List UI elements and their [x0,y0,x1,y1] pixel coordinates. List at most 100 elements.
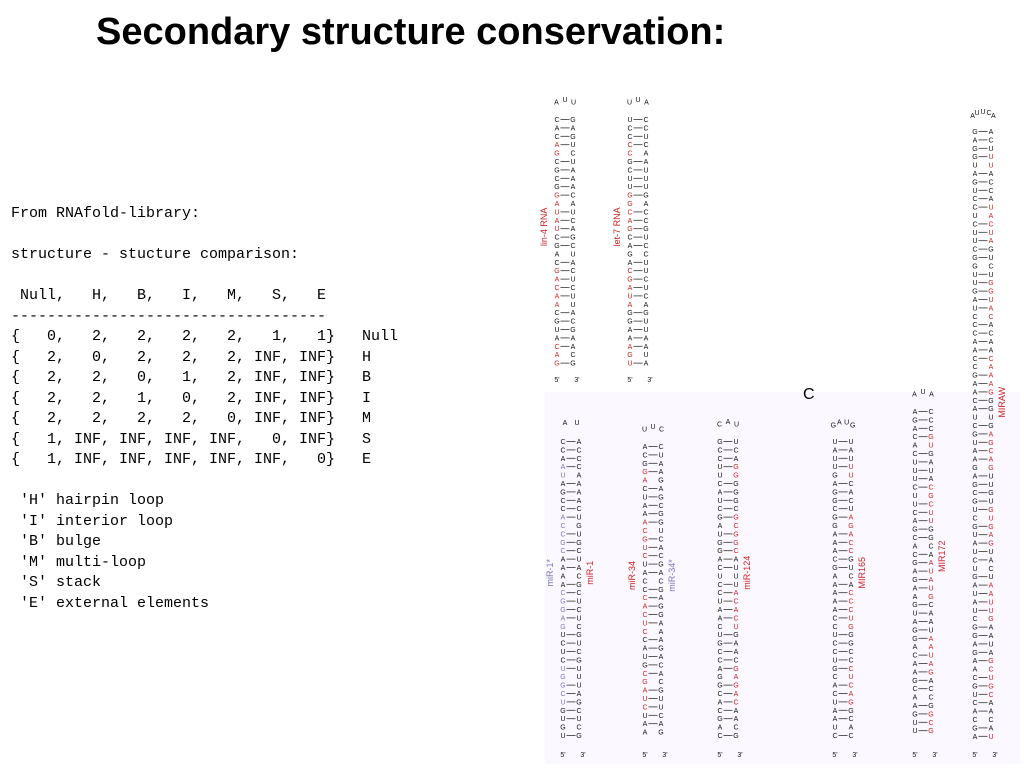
stem-base: G [733,498,738,505]
stem-base: U [988,608,993,615]
stem-base: C [832,649,837,656]
stem-base: C [642,612,647,619]
stem-base: G [733,473,738,480]
stem-base: A [734,641,739,648]
stem-base: C [733,523,738,530]
stem-base: U [570,277,575,284]
stem-base: A [644,344,649,351]
stem-base: C [733,615,738,622]
five-prime-end: 5' [560,752,565,759]
stem-base: C [733,548,738,555]
five-prime-end: 5' [972,752,977,759]
stem-base: G [972,373,977,380]
stem-base: U [988,230,993,237]
stem-base: G [972,683,977,690]
stem-base: C [988,717,993,724]
stem-base: G [848,699,853,706]
stem-base: U [988,515,993,522]
stem-base: A [577,481,582,488]
three-prime-end: 3' [932,752,937,759]
stem-base: A [643,688,648,695]
stem-base: A [734,557,739,564]
stem-base: A [929,661,934,668]
stem-base: A [913,543,918,550]
stem-base: G [658,730,663,737]
stem-base: C [717,733,722,740]
stem-base: G [717,641,722,648]
stem-base: G [658,604,663,611]
stem-base: U [912,501,917,508]
stem-base: A [849,447,854,454]
stem-base: G [912,627,917,634]
stem-base: U [643,176,648,183]
stem-base: A [561,565,566,572]
stem-base: A [628,335,633,342]
three-prime-end: 3' [852,752,857,759]
stem-base: A [659,595,664,602]
five-prime-end: 5' [642,752,647,759]
stem-base: U [928,443,933,450]
stem-base: A [561,582,566,589]
stem-base: A [628,344,633,351]
stem-base: C [832,624,837,631]
stem-base: U [912,493,917,500]
stem-base: A [973,448,978,455]
stem-base: C [554,285,559,292]
stem-base: G [570,235,575,242]
stem-base: C [658,553,663,560]
stem-base: U [972,163,977,170]
stem-base: U [570,159,575,166]
stem-base: G [733,464,738,471]
stem-base: G [972,129,977,136]
stem-base: A [659,461,664,468]
hairpin-label: miR-34* [667,559,677,592]
stem-base: U [717,464,722,471]
stem-base: A [577,439,582,446]
stem-base: G [988,280,993,287]
stem-base: U [988,415,993,422]
stem-base: U [570,209,575,216]
stem-base: C [642,486,647,493]
stem-base: U [643,327,648,334]
stem-base: G [554,167,559,174]
stem-base: C [848,481,853,488]
stem-base: U [570,142,575,149]
loop-base: U [642,426,647,433]
stem-base: A [643,646,648,653]
stem-base: C [928,602,933,609]
stem-base: C [554,117,559,124]
loop-base: A [837,419,842,426]
stem-base: A [577,498,582,505]
stem-base: A [833,548,838,555]
loop-base: U [980,109,985,116]
stem-base: G [658,562,663,569]
stem-base: C [848,649,853,656]
stem-base: A [628,260,633,267]
stem-base: A [833,540,838,547]
loop-base: C [717,421,722,428]
stem-base: U [928,569,933,576]
stem-base: C [988,331,993,338]
stem-base: G [848,624,853,631]
stem-base: U [627,184,632,191]
code-line: { 0, 2, 2, 2, 2, 1, 1} Null [11,328,399,345]
stem-base: C [570,193,575,200]
stem-base: G [643,226,648,233]
stem-base: C [972,331,977,338]
stem-base: G [642,536,647,543]
stem-base: U [554,209,559,216]
stem-base: G [658,688,663,695]
code-line: { 2, 2, 2, 2, 0, INF, INF} M [11,410,372,427]
stem-base: G [733,531,738,538]
stem-base: U [928,468,933,475]
stem-base: C [928,485,933,492]
stem-base: A [571,335,576,342]
stem-base: U [576,557,581,564]
stem-base: U [576,716,581,723]
loop-base: A [929,391,934,398]
stem-base: G [972,574,977,581]
stem-base: G [554,268,559,275]
stem-base: C [643,243,648,250]
stem-base: G [848,632,853,639]
stem-base: U [733,624,738,631]
